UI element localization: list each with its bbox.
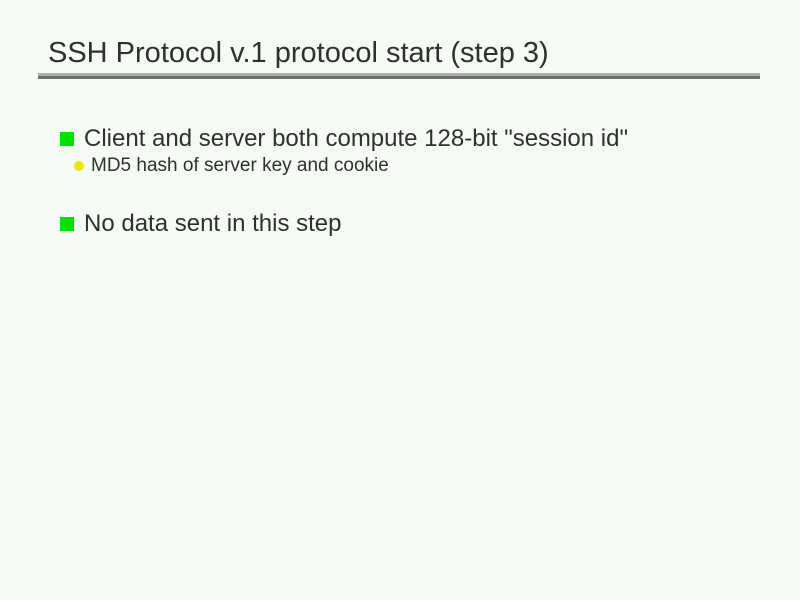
square-bullet-icon	[60, 132, 74, 146]
bullet-text: No data sent in this step	[84, 210, 342, 237]
circle-bullet-icon	[74, 161, 84, 171]
bullet-item: No data sent in this step	[60, 209, 341, 239]
sub-bullet-item: MD5 hash of server key and cookie	[74, 155, 389, 177]
title-underline-rule	[38, 73, 760, 79]
slide-title: SSH Protocol v.1 protocol start (step 3)	[48, 37, 549, 69]
sub-bullet-text: MD5 hash of server key and cookie	[91, 155, 389, 176]
square-bullet-icon	[60, 217, 74, 231]
bullet-item: Client and server both compute 128-bit "…	[60, 124, 628, 154]
bullet-text: Client and server both compute 128-bit "…	[84, 125, 628, 152]
